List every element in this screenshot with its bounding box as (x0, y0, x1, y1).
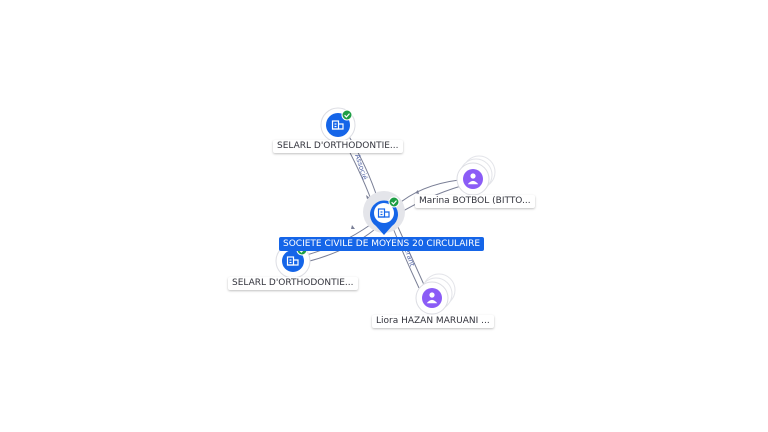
company-node-top[interactable] (320, 107, 356, 143)
building-icon (331, 120, 344, 130)
person-icon (467, 173, 479, 185)
label-company-top[interactable]: SELARL D'ORTHODONTIE... (273, 140, 403, 153)
verified-check-icon (388, 196, 400, 208)
building-icon (286, 256, 299, 266)
person-icon (426, 292, 438, 304)
label-person-bottom[interactable]: Liora HAZAN MARUANI ... (372, 315, 494, 328)
verified-check-icon (341, 109, 353, 121)
building-icon (377, 208, 390, 218)
central-node[interactable] (363, 191, 405, 235)
edge-person-bottom-2[interactable] (397, 226, 426, 288)
edge-person-bottom[interactable] (392, 227, 420, 289)
edge-label-top: Associé (353, 153, 369, 181)
person-node-right[interactable] (456, 155, 496, 196)
label-company-bottom[interactable]: SELARL D'ORTHODONTIE... (228, 277, 358, 290)
person-node-bottom[interactable] (415, 273, 456, 315)
label-person-right[interactable]: Marina BOTBOL (BITTO... (415, 195, 535, 208)
label-central[interactable]: SOCIETE CIVILE DE MOYENS 20 CIRCULAIRE (279, 237, 485, 251)
